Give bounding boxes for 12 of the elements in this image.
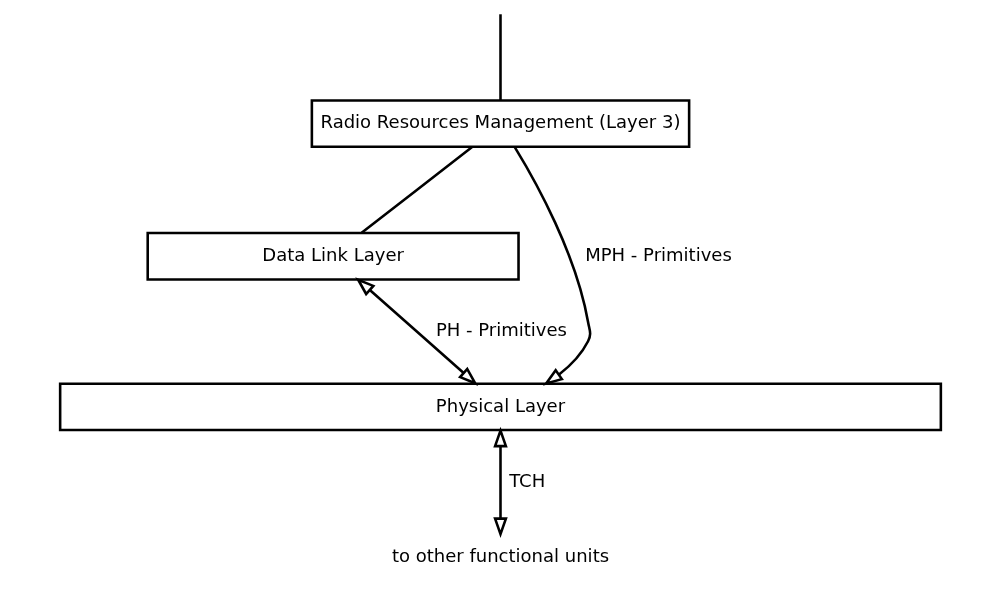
arrow bbox=[493, 426, 508, 538]
connector bbox=[360, 145, 473, 234]
arrow bbox=[513, 146, 592, 386]
node-box: Data Link Layer bbox=[146, 231, 520, 281]
edge-label: TCH bbox=[509, 469, 546, 491]
node-box: Physical Layer bbox=[58, 382, 943, 432]
arrow bbox=[355, 277, 479, 386]
connector bbox=[499, 14, 502, 101]
edge-label: PH - Primitives bbox=[435, 319, 567, 341]
node-text: to other functional units bbox=[391, 545, 610, 567]
node-box: Radio Resources Management (Layer 3) bbox=[310, 99, 691, 149]
edge-label: MPH - Primitives bbox=[585, 244, 732, 266]
